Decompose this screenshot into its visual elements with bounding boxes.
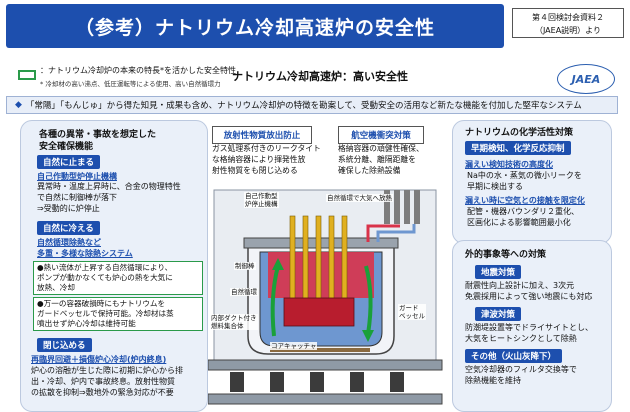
label-natural-circulation: 自然循環 <box>230 288 258 296</box>
label-aircraft-impact: 航空機衝突対策 <box>338 126 424 144</box>
label-duct-fuel-assembly: 内部ダクト付き 燃料集合体 <box>210 314 258 330</box>
label-core-catcher: コアキャッチャ <box>270 342 318 350</box>
air-cooler-stack-4 <box>414 190 420 224</box>
natural-circulation-box: ●熱い流体が上昇する自然循環により、 ポンプが動かなくても炉心の熱を大気に 放熱… <box>33 261 203 295</box>
rad-line-2: な格納容器により揮発性放 <box>212 155 306 164</box>
aircraft-line-1: 格納容器の頑健性確保、 <box>338 144 424 153</box>
quake-line-1: 耐震性向上設計に加え、3次元 <box>465 281 575 290</box>
tag-natural-cool: 自然に冷える <box>37 221 100 235</box>
link-leak-detection[interactable]: 漏えい検知技術の高度化 <box>465 160 553 169</box>
aircraft-line-2: 系統分離、離隔距離を <box>338 155 416 164</box>
isolator-3 <box>310 372 324 392</box>
air-cooler-stack-3 <box>404 190 410 224</box>
label-radioactive-release: 放射性物質放出防止 <box>212 126 312 144</box>
label-air-heat-release: 自然循環で大気へ放熱 <box>326 194 393 202</box>
stop-line-1: 異常時・温度上昇時に、合金の物理特性 <box>37 182 181 191</box>
tag-contain: 閉じ込める <box>37 338 92 352</box>
contain-line-1: 炉心の溶融が生じた際に初期に炉心から排 <box>31 366 183 375</box>
nc-line-2: ポンプが動かなくても炉心の熱を大気に <box>37 273 173 282</box>
legend-swatch <box>18 70 36 80</box>
diamond-icon: ◆ <box>15 100 22 110</box>
link-recriticality-avoidance[interactable]: 再臨界回避＋損傷炉心冷却(炉内終息) <box>31 355 167 364</box>
circulation-arrow-right <box>364 265 373 335</box>
tag-earthquake: 地震対策 <box>475 265 522 279</box>
label-guard-vessel: ガード ベッセル <box>398 304 426 320</box>
label-self-shutdown: 自己作動型 炉停止機構 <box>244 192 279 208</box>
link-air-contact-limit[interactable]: 漏えい時に空気との接触を限定化 <box>465 196 585 205</box>
jaea-logo: JAEA <box>557 64 615 94</box>
limit-line-1: 配管・機器バウンダリ２重化、 <box>467 207 579 216</box>
stop-line-2: で自然に制御棒が落下 <box>37 193 117 202</box>
reference-note: 第４回検討会資料２ （JAEA説明）より <box>512 8 624 38</box>
quake-line-2: 免震採用によって強い地震にも対応 <box>465 292 593 301</box>
circulation-arrowhead-left <box>272 258 284 270</box>
external-events-panel: 外的事象等への対策 地震対策 耐震性向上設計に加え、3次元 免震採用によって強い… <box>452 240 612 412</box>
link-multiple-heat-removal[interactable]: 多重・多様な除熱システム <box>37 249 133 258</box>
circulation-arrowhead-right <box>362 330 374 342</box>
leak-line-2: 早期に検出する <box>467 182 523 191</box>
ash-line-1: 空気冷却器のフィルタ交換等で <box>465 365 577 374</box>
circulation-arrow-left <box>270 265 280 337</box>
nc-line-1: ●熱い流体が上昇する自然循環により、 <box>37 263 173 272</box>
sodium-panel-title: ナトリウムの化学活性対策 <box>465 128 574 138</box>
air-cooler-stack-1 <box>384 190 390 224</box>
link-self-actuated-shutdown[interactable]: 自己作動型炉停止機構 <box>37 172 117 181</box>
contain-line-2: 出・冷却、炉内で事故終息。放射性物質 <box>31 377 175 386</box>
base-slab <box>207 359 443 371</box>
gv-line-2: ガードベッセルで保持可能。冷却材は蒸 <box>37 309 174 318</box>
isolator-2 <box>270 372 284 392</box>
reactor-illustration <box>207 189 443 405</box>
leak-line-1: Na中の水・蒸気の微小リークを <box>467 171 582 180</box>
subtitle: ナトリウム冷却高速炉：高い安全性 <box>232 70 408 83</box>
sodium-chemical-panel: ナトリウムの化学活性対策 早期検知、化学反応抑制 漏えい検知技術の高度化 Na中… <box>452 120 612 244</box>
gv-line-1: ●万一の容器破損時にもナトリウムを <box>37 299 166 308</box>
safety-functions-panel: 各種の異常・事故を想定した 安全確保機能 自然に止まる 自己作動型炉停止機構 異… <box>20 120 208 412</box>
panel-title-line2: 安全確保機能 <box>39 142 94 152</box>
hot-pipe <box>366 224 400 242</box>
tag-tsunami: 津波対策 <box>475 307 522 321</box>
isolator-1 <box>230 372 244 392</box>
legend-text: ：ナトリウム冷却炉の本来の特長*を活かした安全特性 <box>40 66 236 75</box>
policy-text: 「常陽」「もんじゅ」から得た知見・成果も含め、ナトリウム冷却炉の特徴を勘案して、… <box>25 101 582 111</box>
policy-statement: ◆ 「常陽」「もんじゅ」から得た知見・成果も含め、ナトリウム冷却炉の特徴を勘案し… <box>6 96 618 114</box>
page-title: （参考）ナトリウム冷却高速炉の安全性 <box>6 4 504 48</box>
core-catcher <box>270 348 370 352</box>
legend-footnote: * 冷却材の高い沸点、低圧運転等による使用、高い自然循環力 <box>40 80 221 88</box>
guard-vessel-box: ●万一の容器破損時にもナトリウムを ガードベッセルで保持可能。冷却材は蒸 噴出せ… <box>33 297 203 331</box>
aircraft-line-3: 確保した除熱設備 <box>338 166 401 175</box>
contain-line-3: の拡散を抑制⇒敷地外の緊急対応が不要 <box>31 388 174 397</box>
air-cooler-stack-2 <box>394 190 400 224</box>
tsunami-line-1: 防潮堤設置等でドライサイトとし、 <box>465 323 593 332</box>
cold-pipe <box>376 224 416 242</box>
panel-title-line1: 各種の異常・事故を想定した <box>39 130 157 140</box>
reference-note-line1: 第４回検討会資料２ <box>532 13 604 22</box>
tsunami-line-2: 大気をヒートシンクとして除熱 <box>465 334 577 343</box>
tag-early-detection: 早期検知、化学反応抑制 <box>465 141 571 155</box>
limit-line-2: 区画化による影響範囲最小化 <box>467 218 571 227</box>
tag-volcanic-ash: その他（火山灰降下） <box>465 349 563 363</box>
isolator-4 <box>350 372 364 392</box>
isolator-5 <box>390 372 404 392</box>
rad-line-3: 射性物質をも閉じ込める <box>212 166 298 175</box>
reactor-core <box>283 297 355 327</box>
rad-line-1: ガス処理系付きのリークタイト <box>212 144 321 153</box>
link-natural-circulation[interactable]: 自然循環除熱など <box>37 238 101 247</box>
reference-note-line2: （JAEA説明）より <box>534 26 602 35</box>
external-panel-title: 外的事象等への対策 <box>465 250 547 260</box>
ash-line-2: 除熱機能を維持 <box>465 376 521 385</box>
tag-natural-stop: 自然に止まる <box>37 155 101 169</box>
gv-line-3: 噴出せず炉心冷却は維持可能 <box>37 319 136 328</box>
nc-line-3: 放熱、冷却 <box>37 283 75 292</box>
reactor-diagram: 自己作動型 炉停止機構 自然循環で大気へ放熱 制御棒 自然循環 内部ダクト付き … <box>207 186 448 412</box>
stop-line-3: ⇒受動的に炉停止 <box>37 204 100 213</box>
label-control-rod: 制御棒 <box>234 262 256 270</box>
foundation-slab <box>207 393 443 405</box>
